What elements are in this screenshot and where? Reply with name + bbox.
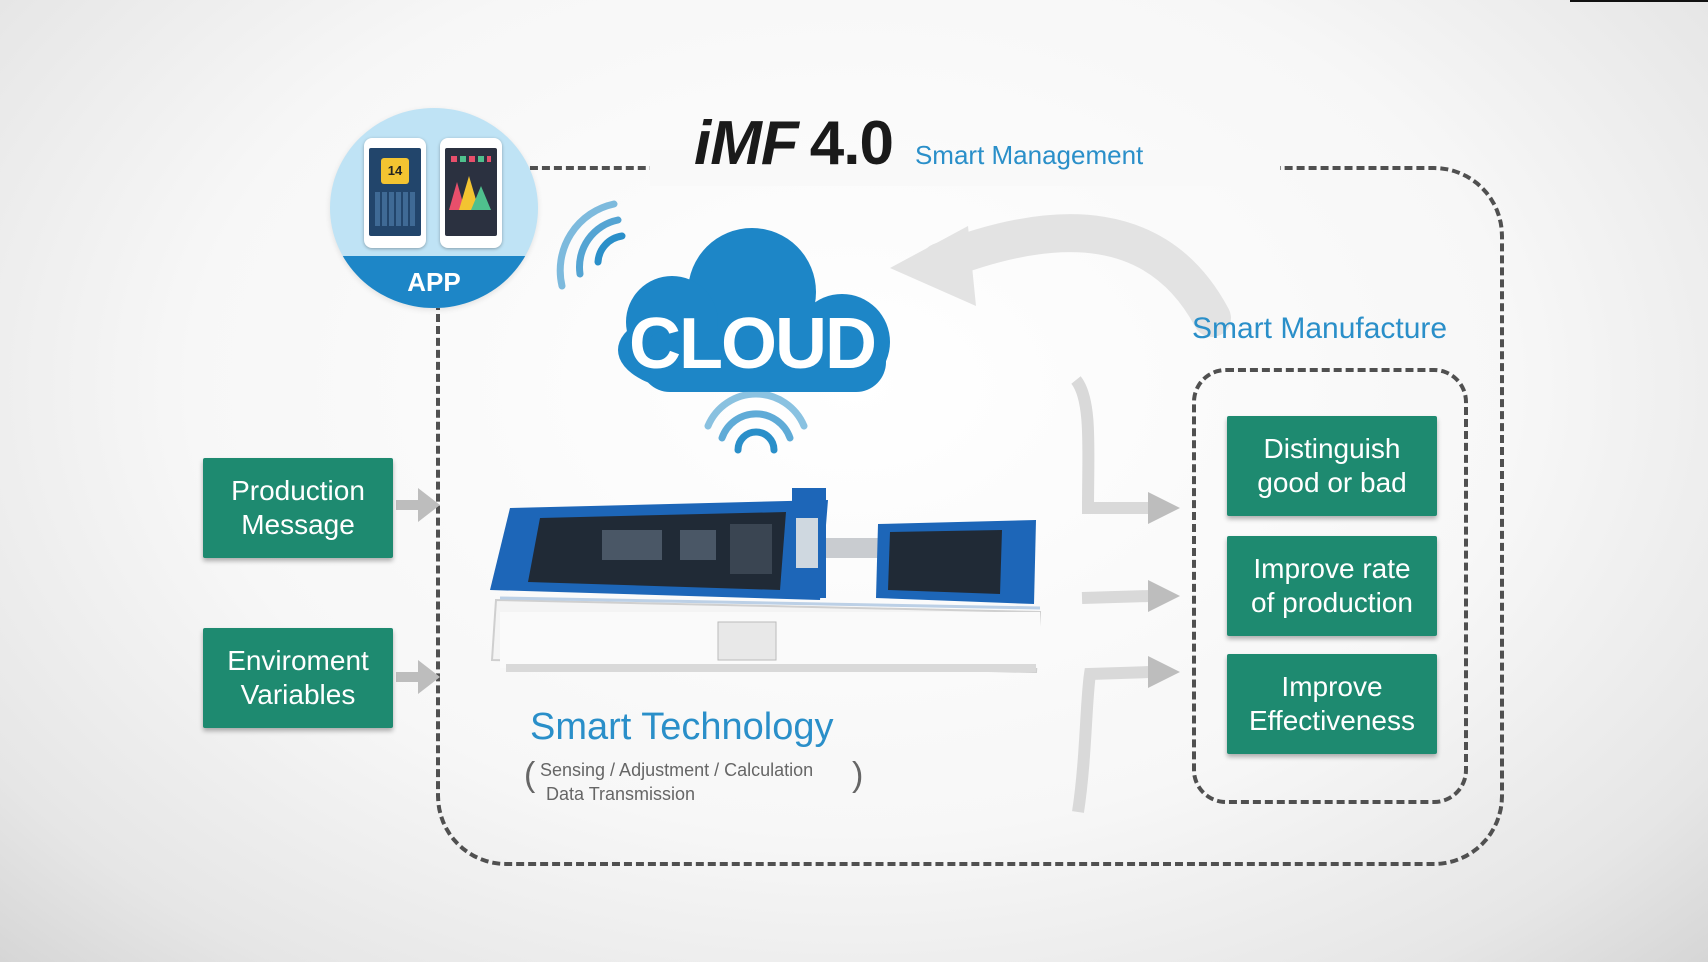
improve-effectiveness-label: Improve Effectiveness xyxy=(1248,671,1416,736)
improve-rate-label: Improve rate of production xyxy=(1251,553,1413,618)
smart-technology-line2: Data Transmission xyxy=(546,784,696,804)
chart-thumbnail-icon xyxy=(449,176,491,210)
smart-technology-subtitle: Sensing / Adjustment / Calculation Data … xyxy=(540,758,813,806)
calendar-day: 14 xyxy=(381,158,409,184)
cloud-label: CLOUD xyxy=(629,304,875,384)
feedback-arrow xyxy=(921,214,1231,337)
environment-variables-box: Enviroment Variables xyxy=(203,628,393,728)
improve-rate-box: Improve rate of production xyxy=(1227,536,1437,636)
app-label: APP xyxy=(407,267,461,297)
wifi-down-icon xyxy=(704,390,808,454)
production-message-box: Production Message xyxy=(203,458,393,558)
output-arrows xyxy=(1070,376,1151,813)
distinguish-label: Distinguish good or bad xyxy=(1257,433,1407,498)
cloud-icon xyxy=(618,228,890,392)
feedback-arrow-head xyxy=(890,226,976,306)
chart-phone-icon xyxy=(440,138,502,248)
title-subtitle: Smart Management xyxy=(914,140,1144,170)
calendar-phone-icon: 14 xyxy=(364,138,426,248)
output-arrow-heads xyxy=(1148,492,1180,688)
open-paren: ( xyxy=(524,756,536,794)
app-band xyxy=(330,256,538,308)
environment-variables-label: Enviroment Variables xyxy=(227,645,369,710)
smart-technology-line1: Sensing / Adjustment / Calculation xyxy=(540,760,814,780)
input-arrows xyxy=(396,488,440,694)
app-circle: 14 APP xyxy=(330,108,538,308)
distinguish-box: Distinguish good or bad xyxy=(1227,416,1437,516)
close-paren: ) xyxy=(852,756,864,794)
improve-effectiveness-box: Improve Effectiveness xyxy=(1227,654,1437,754)
title-mask xyxy=(650,150,1280,186)
wifi-signal-icon xyxy=(556,200,626,290)
injection-machine-image xyxy=(490,488,1042,674)
production-message-label: Production Message xyxy=(231,475,365,540)
top-edge-bar xyxy=(1570,0,1708,2)
smart-manufacture-frame xyxy=(1192,368,1468,804)
smart-technology-title: Smart Technology xyxy=(530,706,834,748)
smart-manufacture-title: Smart Manufacture xyxy=(1192,312,1448,345)
